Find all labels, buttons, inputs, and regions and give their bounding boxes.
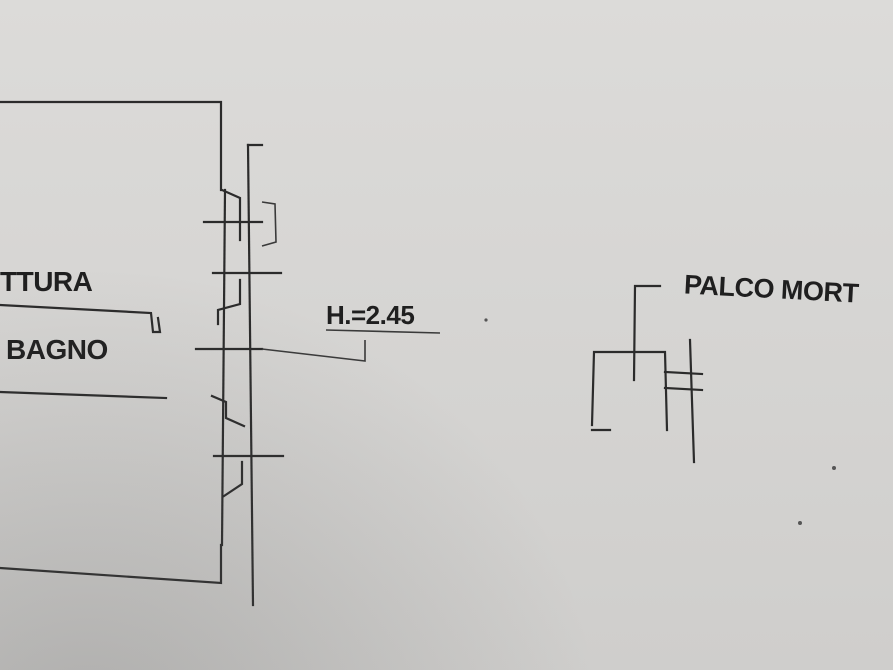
room-bottom-wall	[0, 543, 223, 585]
height-underline	[325, 329, 441, 334]
opening-lower	[210, 394, 246, 428]
paper-speck	[798, 521, 802, 525]
palco-leader	[632, 284, 662, 382]
height-label: H.=2.45	[326, 300, 415, 330]
room-label-bath: BAGNO	[6, 334, 108, 365]
room-label-top: TTURA	[0, 266, 93, 297]
door-swing-upper	[261, 201, 277, 247]
height-leader-line	[261, 340, 366, 362]
opening-upper	[220, 188, 242, 242]
room-top-wall	[0, 100, 223, 192]
wall-outer-line	[246, 143, 255, 607]
opening-bottom	[222, 460, 244, 498]
paper-speck	[484, 318, 488, 322]
partition-lower	[0, 390, 168, 400]
palco-tick-1	[663, 370, 704, 376]
partition-upper	[0, 303, 162, 334]
palco-post	[688, 338, 696, 464]
wall-inner-line	[220, 188, 227, 547]
palco-box	[590, 350, 669, 432]
palco-tick-2	[663, 386, 704, 392]
paper-speck	[832, 466, 836, 470]
opening-middle	[216, 278, 242, 326]
